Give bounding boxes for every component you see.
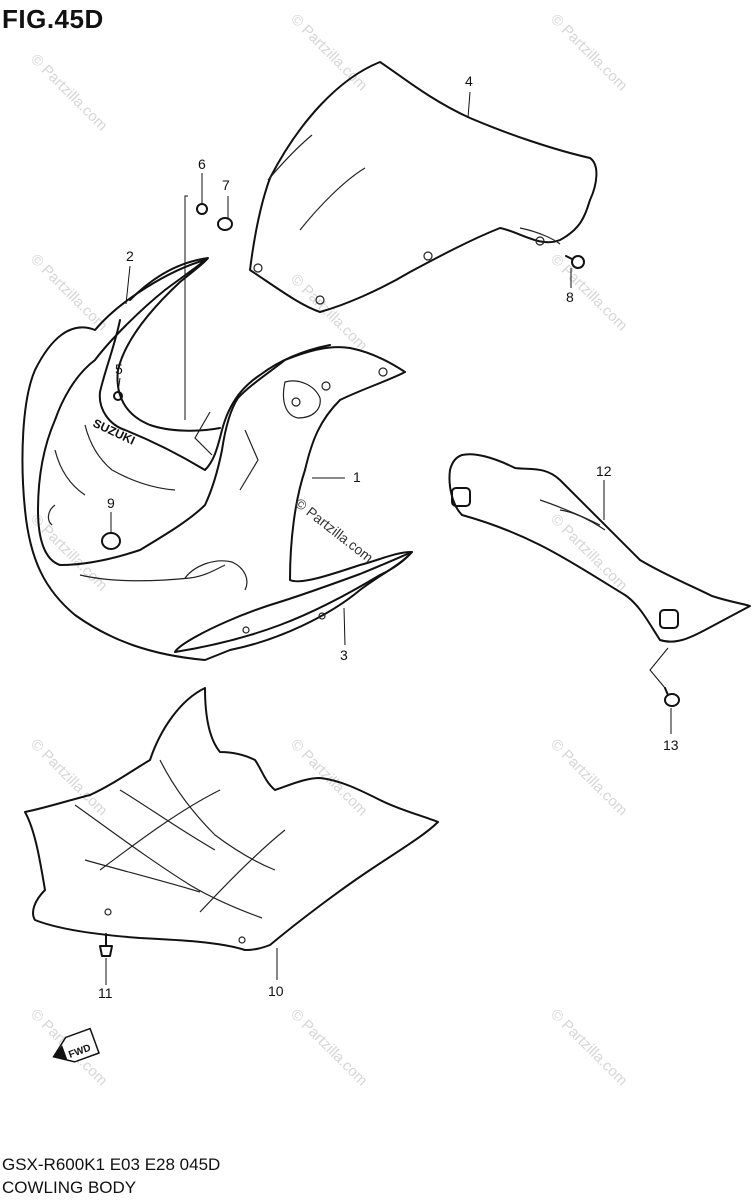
callout-number: 5: [115, 361, 123, 377]
fwd-arrow: FWD: [52, 1027, 100, 1063]
lower-trim-strip-part: [174, 551, 413, 653]
callout-number: 11: [98, 985, 113, 1001]
callout-number: 13: [663, 737, 679, 753]
brand-decal: SUZUKI: [91, 416, 137, 448]
callout-number: 1: [353, 469, 361, 485]
watermark: © Partzilla.com: [27, 251, 110, 334]
under-cowling-part: [24, 687, 439, 951]
center-watermark: © Partzilla.com: [292, 495, 376, 566]
callout-number: 9: [107, 495, 115, 511]
watermark: © Partzilla.com: [547, 251, 630, 334]
section-name: COWLING BODY: [2, 1178, 137, 1197]
callout-number: 10: [268, 983, 284, 999]
watermark: © Partzilla.com: [287, 1006, 370, 1089]
watermark: © Partzilla.com: [547, 511, 630, 594]
figure-title: FIG.45D: [2, 4, 104, 34]
callout-number: 8: [566, 289, 574, 305]
callout-number: 3: [340, 647, 348, 663]
watermark: © Partzilla.com: [27, 51, 110, 134]
callout-number: 12: [596, 463, 612, 479]
model-code: GSX-R600K1 E03 E28 045D: [2, 1155, 221, 1174]
watermark: © Partzilla.com: [547, 1006, 630, 1089]
watermark-layer: © Partzilla.com © Partzilla.com © Partzi…: [27, 11, 630, 1089]
watermark: © Partzilla.com: [27, 511, 110, 594]
screw-13-part: [664, 687, 680, 707]
callout-number: 2: [126, 248, 134, 264]
watermark: © Partzilla.com: [287, 11, 370, 94]
callout-number: 7: [222, 177, 230, 193]
cowling-body-part: SUZUKI: [21, 259, 413, 661]
callout-number: 4: [465, 73, 473, 89]
callout-number: 6: [198, 156, 206, 172]
callout-labels: 1 2 3 4 5 6 7 8 9 10 11 12 13: [98, 73, 679, 1001]
watermark: © Partzilla.com: [287, 271, 370, 354]
nut-and-bolt-parts: [196, 203, 233, 231]
leader-lines: [105, 91, 672, 985]
windscreen-part: [249, 61, 598, 313]
fastener-11-part: [99, 933, 113, 957]
watermark: © Partzilla.com: [547, 736, 630, 819]
watermark: © Partzilla.com: [287, 736, 370, 819]
upper-trim-part: [116, 257, 221, 432]
watermark: © Partzilla.com: [547, 11, 630, 94]
figure-footer: GSX-R600K1 E03 E28 045D COWLING BODY: [2, 1153, 220, 1199]
screen-screw-part: [565, 255, 585, 269]
inner-cover-part: [448, 453, 751, 643]
watermark: © Partzilla.com: [27, 736, 110, 819]
